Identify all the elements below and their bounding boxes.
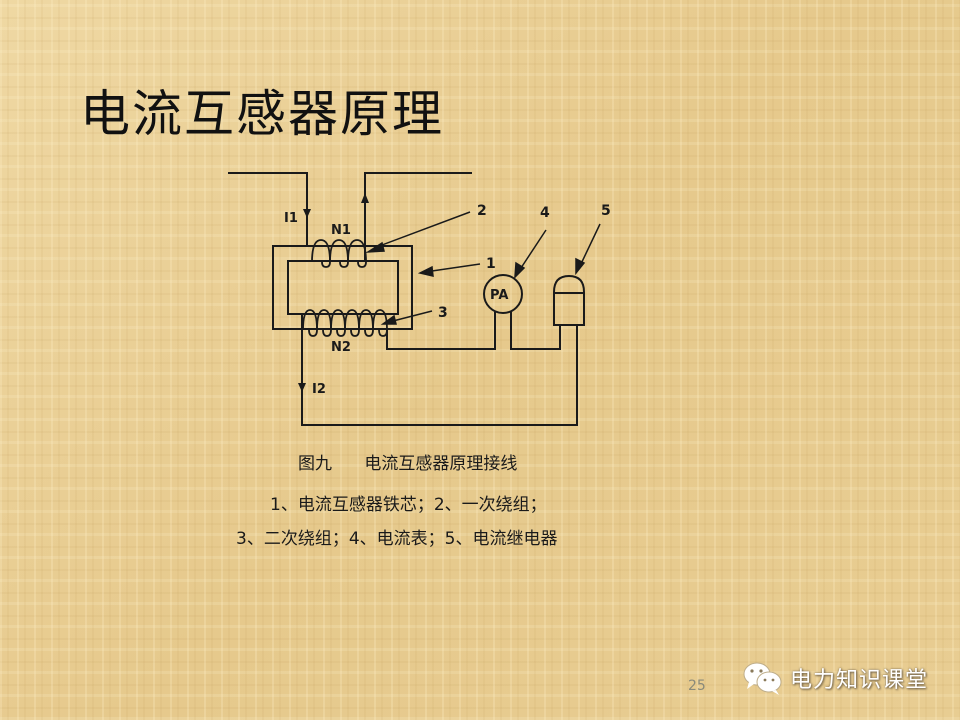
flow-arrows: [298, 193, 369, 392]
callout-3: 3: [438, 305, 448, 321]
watermark-text: 电力知识课堂: [790, 668, 929, 693]
meter-label: PA: [490, 288, 508, 303]
ammeter-circle: [483, 274, 523, 314]
transformer-core: [272, 245, 413, 330]
relay-symbol: [553, 274, 585, 326]
primary-winding: [311, 239, 367, 268]
page-number: 25: [688, 678, 706, 694]
slide-title: 电流互感器原理: [80, 85, 444, 143]
secondary-winding: [302, 309, 388, 337]
callout-4: 4: [540, 205, 550, 221]
figure-caption: 图九 电流互感器原理接线: [298, 454, 518, 474]
watermark: 电力知识课堂: [742, 660, 928, 696]
i1-label: I1: [284, 211, 298, 226]
callout-2: 2: [477, 203, 487, 219]
legend-line-1: 1、电流互感器铁芯；2、一次绕组；: [270, 495, 547, 515]
n1-label: N1: [331, 223, 351, 238]
callout-1: 1: [486, 256, 496, 272]
wechat-icon: [743, 662, 782, 695]
n2-label: N2: [331, 340, 351, 355]
i2-label: I2: [312, 382, 326, 397]
callout-arrows: [365, 211, 601, 325]
circuit-wires: [228, 172, 578, 426]
callout-5: 5: [601, 203, 611, 219]
legend-line-2: 3、二次绕组；4、电流表；5、电流继电器: [236, 529, 558, 549]
